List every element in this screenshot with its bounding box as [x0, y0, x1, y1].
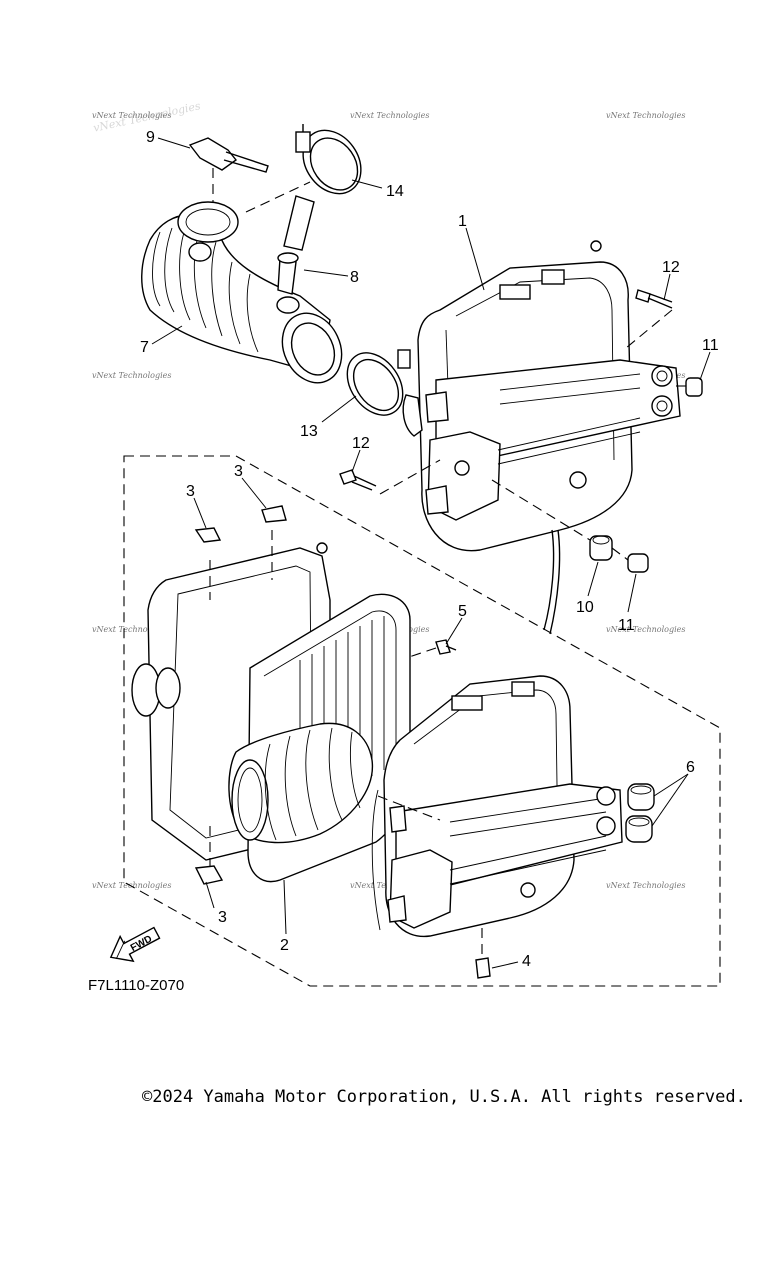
exploded-view-boundary: [123, 455, 721, 987]
watermark-4: vNext Technologies: [92, 371, 171, 380]
part-3-clip-2: [261, 505, 287, 523]
watermark-6: vNext Technologies: [92, 625, 171, 634]
part-7-intake-joint: [141, 201, 343, 384]
callout-2: 2: [280, 937, 289, 954]
callout-12-lower: 12: [352, 435, 370, 452]
part-6-grommet-upper: [627, 783, 655, 811]
part-3-clip-1: [194, 527, 222, 543]
part-4-drain: [475, 928, 491, 979]
part-11-cap-lower: [627, 553, 649, 573]
part-6-grommet-lower: [625, 815, 653, 843]
part-14-hose-clamp: [245, 124, 362, 213]
watermark-2: vNext Technologies: [350, 111, 429, 120]
copyright-notice: ©2024 Yamaha Motor Corporation, U.S.A. A…: [142, 1087, 746, 1107]
callout-11-lower: 11: [618, 617, 635, 634]
callout-3-right: 3: [234, 463, 243, 480]
watermark-1b: vNext Technologies: [92, 111, 171, 120]
callout-14: 14: [386, 183, 404, 200]
callout-12-upper: 12: [662, 259, 680, 276]
part-8-fitting: [277, 195, 315, 295]
callout-3-left: 3: [186, 483, 195, 500]
callout-13: 13: [300, 423, 318, 440]
figure-code: F7L1110-Z070: [88, 977, 184, 994]
callout-9: 9: [146, 129, 155, 146]
part-11-cap-upper: [676, 377, 703, 397]
callout-8: 8: [350, 269, 359, 286]
part-12-bolt-lower: [339, 459, 441, 495]
fwd-direction-arrow: FWD: [109, 926, 161, 963]
watermark-11: vNext Technologies: [606, 881, 685, 890]
watermark-8: vNext Technologies: [606, 625, 685, 634]
callout-11-upper: 11: [702, 337, 719, 354]
part-12-bolt-upper: [625, 289, 673, 349]
part-9-cable-tie: [188, 137, 269, 225]
callout-labels: 9 14 1 8 7 12 11 13 12 3 3 3 5 10 11 6 2…: [140, 129, 719, 970]
assembly-dash-4: [377, 795, 441, 821]
fwd-label: FWD: [129, 934, 154, 954]
watermark-3: vNext Technologies: [606, 111, 685, 120]
callout-5: 5: [458, 603, 467, 620]
watermark-9: vNext Technologies: [92, 881, 171, 890]
callout-1: 1: [458, 213, 467, 230]
callout-6: 6: [686, 759, 695, 776]
callout-3-bottom: 3: [218, 909, 227, 926]
callout-10: 10: [576, 599, 594, 616]
callout-4: 4: [522, 953, 531, 970]
part-1-air-box-assembly: [402, 240, 681, 635]
air-box-cover: [371, 675, 623, 938]
part-3-clip-3: [194, 865, 224, 885]
part-2-air-filter: [228, 593, 411, 883]
part-13-hose-clamp: [346, 349, 411, 416]
callout-7: 7: [140, 339, 149, 356]
part-10-grommet: [491, 479, 629, 561]
leader-lines: [151, 137, 711, 969]
